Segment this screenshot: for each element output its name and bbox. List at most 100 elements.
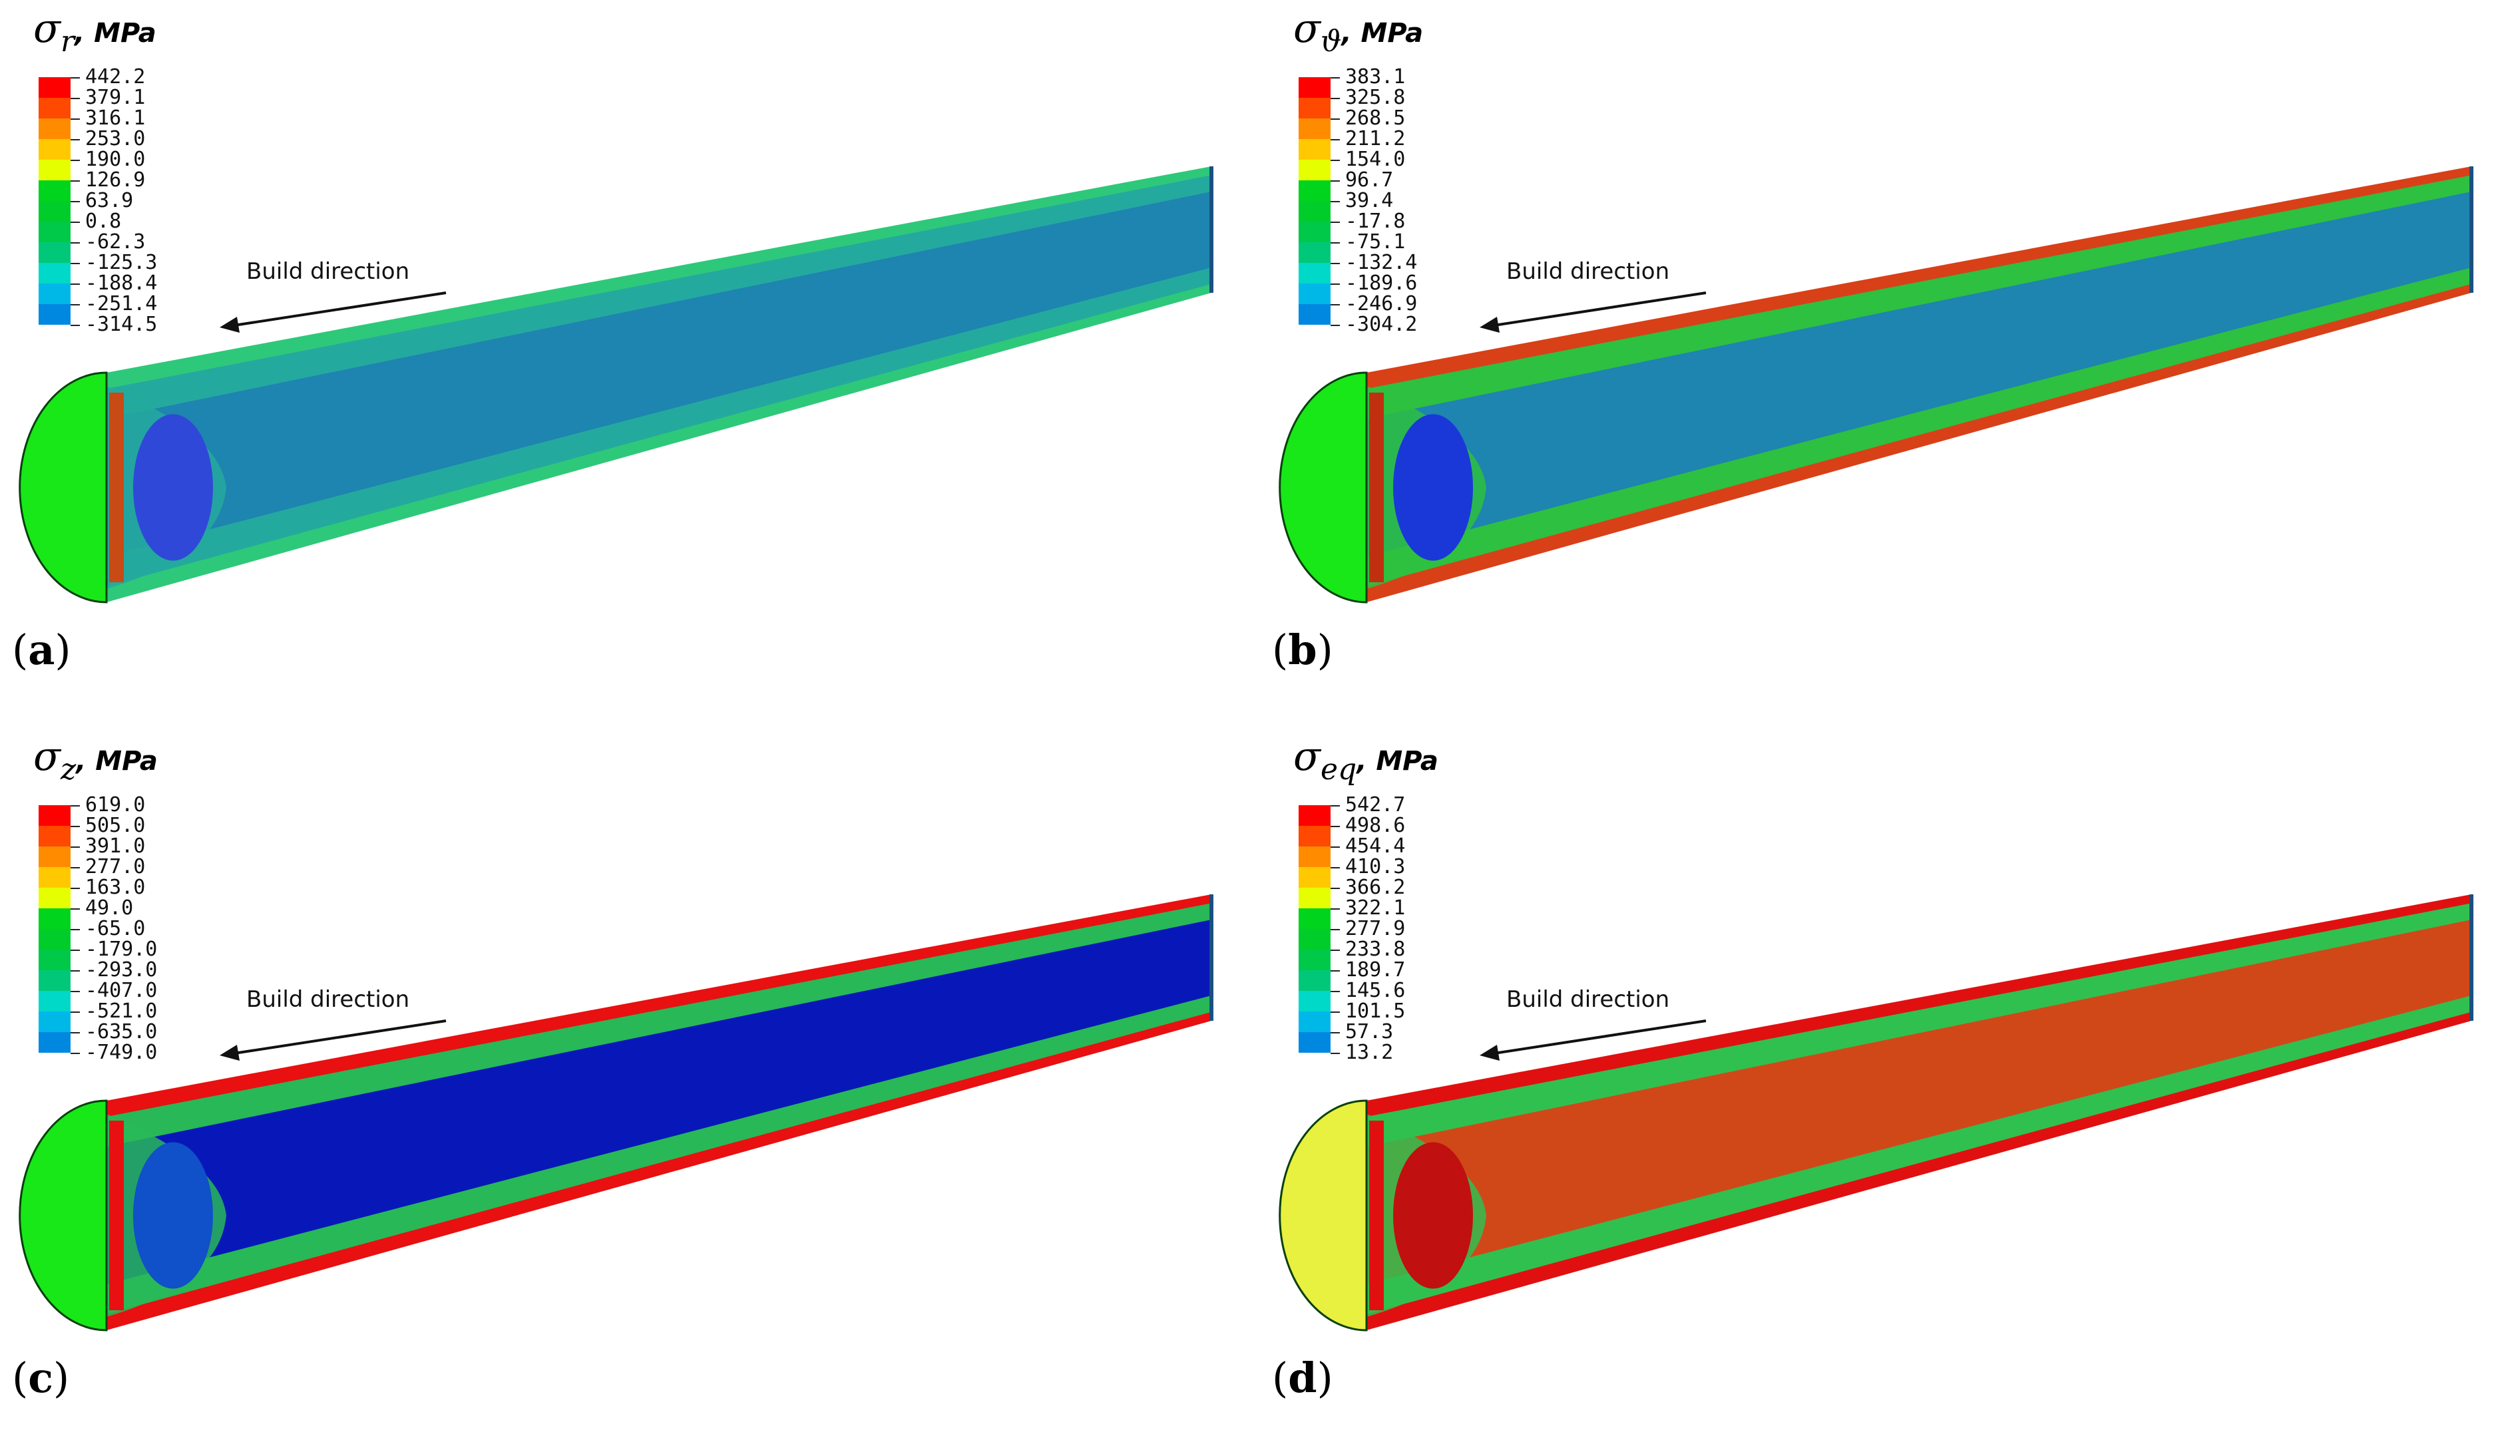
legend-swatch (39, 991, 71, 1011)
stress-symbol: σ (1293, 5, 1321, 52)
near-end-hotspot (1393, 1142, 1473, 1289)
legend-value: 619.0 (85, 793, 146, 817)
legend-value: 366.2 (1345, 876, 1406, 899)
build-direction-label: Build direction (1506, 258, 1670, 285)
title-comma: , (1341, 18, 1361, 49)
legend-tick (1331, 325, 1340, 326)
stress-unit: MPa (1361, 18, 1424, 49)
paren-close: ) (53, 1354, 70, 1402)
legend-value: 277.0 (85, 855, 146, 878)
title-comma: , (1357, 746, 1376, 777)
legend-value: 322.1 (1345, 896, 1406, 920)
stress-band-2 (1366, 192, 2471, 556)
legend-tick (71, 201, 80, 202)
near-end-hotspot (133, 414, 213, 561)
legend-swatch (1299, 283, 1331, 304)
legend-tick (71, 991, 80, 992)
legend-value: 233.8 (1345, 938, 1406, 961)
legend-value: 316.1 (85, 106, 146, 130)
legend-tick (71, 139, 80, 140)
paren-open: ( (1272, 1354, 1289, 1402)
cylinder-contour-d (1279, 894, 2473, 1332)
legend-tick (71, 908, 80, 910)
legend-swatch (39, 805, 71, 826)
legend-tick (71, 160, 80, 161)
stress-unit: MPa (1376, 746, 1438, 777)
panel-letter: (a) (12, 626, 71, 674)
build-direction-label: Build direction (246, 986, 410, 1013)
legend-tick (71, 242, 80, 244)
near-end-hotspot (1393, 414, 1473, 561)
legend-swatch (39, 139, 71, 160)
legend-tick (71, 846, 80, 848)
legend-value: 211.2 (1345, 127, 1406, 150)
legend-tick (71, 867, 80, 868)
panel-letter: (b) (1272, 626, 1333, 674)
cylinder-contour-c (19, 894, 1213, 1332)
legend-value: 63.9 (85, 189, 134, 212)
legend-tick (71, 180, 80, 182)
legend-tick (1331, 826, 1340, 827)
build-direction-arrow (1489, 291, 1707, 327)
stress-unit: MPa (95, 746, 158, 777)
paren-close: ) (1317, 626, 1333, 674)
legend-value: 277.9 (1345, 917, 1406, 940)
legend-value: 442.2 (85, 65, 146, 89)
legend-tick (71, 970, 80, 972)
legend-tick (1331, 970, 1340, 972)
panel-title: σϑ, MPa (1293, 5, 1424, 59)
stress-subscript: eq (1320, 753, 1357, 787)
legend-tick (1331, 222, 1340, 223)
build-direction-arrow (1489, 1019, 1707, 1055)
legend-swatch (1299, 950, 1331, 970)
legend-tick (71, 77, 80, 79)
panel-letter-text: a (28, 626, 55, 674)
legend-swatch (1299, 201, 1331, 222)
edge-strip (109, 393, 124, 582)
stress-subscript: z (60, 753, 77, 787)
stress-band-2 (106, 920, 1211, 1284)
stress-symbol: σ (33, 5, 61, 52)
legend-tick (71, 118, 80, 120)
legend-tick (1331, 867, 1340, 868)
legend-value: -132.4 (1345, 251, 1418, 274)
arrow-head-icon (1480, 317, 1500, 333)
legend-value: 49.0 (85, 896, 134, 920)
legend-tick (1331, 908, 1340, 910)
legend-tick (1331, 201, 1340, 202)
legend-swatch (1299, 77, 1331, 98)
legend-value: -749.0 (85, 1041, 158, 1064)
title-comma: , (75, 18, 95, 49)
legend-swatch (1299, 1032, 1331, 1053)
stress-subscript: r (60, 25, 75, 59)
legend-tick (71, 1032, 80, 1033)
legend-value: 505.0 (85, 814, 146, 837)
legend-value: 163.0 (85, 876, 146, 899)
legend-value: -65.0 (85, 917, 146, 940)
legend-swatch (1299, 118, 1331, 139)
legend-tick (71, 888, 80, 889)
legend-swatch (39, 826, 71, 846)
legend-swatch (1299, 846, 1331, 867)
legend-tick (1331, 929, 1340, 930)
legend-tick (1331, 1011, 1340, 1013)
legend-tick (1331, 118, 1340, 120)
legend-swatch (39, 283, 71, 304)
legend-value: 253.0 (85, 127, 146, 150)
legend-value: -314.5 (85, 313, 158, 336)
legend-swatch (39, 98, 71, 118)
legend-tick (1331, 304, 1340, 305)
legend-tick (71, 98, 80, 99)
legend-value: 454.4 (1345, 834, 1406, 858)
legend-value: 391.0 (85, 834, 146, 858)
legend-swatch (1299, 242, 1331, 263)
legend-tick (1331, 242, 1340, 244)
legend-tick (1331, 77, 1340, 79)
legend-tick (1331, 1032, 1340, 1033)
legend-swatch (1299, 888, 1331, 908)
legend-value: 145.6 (1345, 979, 1406, 1002)
panel-title: σeq, MPa (1293, 733, 1438, 787)
legend-swatch (1299, 991, 1331, 1011)
